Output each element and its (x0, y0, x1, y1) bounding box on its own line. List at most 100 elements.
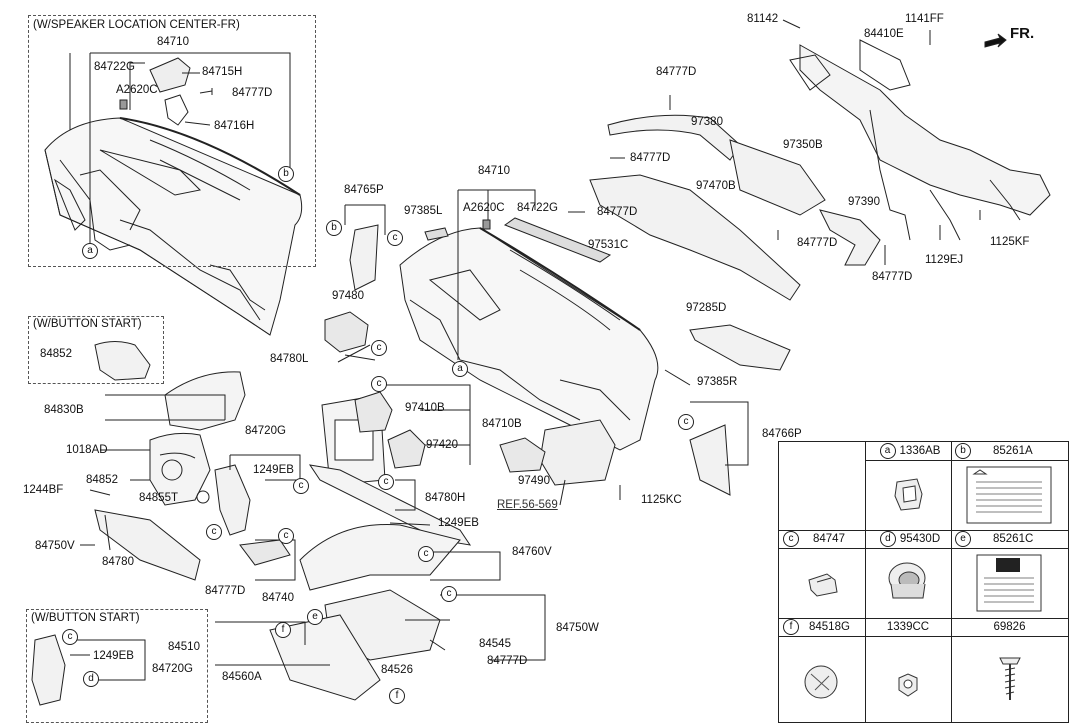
button-start-section-top (28, 316, 164, 384)
part-label[interactable]: 84780L (270, 353, 309, 365)
part-label[interactable]: 84722G (94, 61, 135, 73)
part-label[interactable]: 84760V (512, 546, 552, 558)
part-label[interactable]: 1129EJ (925, 254, 964, 266)
part-label[interactable]: 84777D (797, 237, 838, 249)
clip-84747-icon (808, 573, 838, 597)
part-label[interactable]: 84855T (139, 492, 179, 504)
part-label[interactable]: 84780 (102, 556, 134, 568)
duct-97470B-illustration (589, 174, 801, 301)
side-cover-84766P-illustration (689, 424, 731, 496)
part-label[interactable]: 84716H (214, 120, 255, 132)
part-label[interactable]: 1018AD (66, 444, 108, 456)
key-ring-icon (196, 490, 210, 504)
vent-97420-illustration (387, 429, 426, 469)
part-label[interactable]: 84765P (344, 184, 384, 196)
callout-c: c (418, 546, 434, 562)
part-label[interactable]: 84766P (762, 428, 802, 440)
callout-c: c (206, 524, 222, 540)
part-label[interactable]: 84720G (245, 425, 286, 437)
panel-84720G-illustration (214, 464, 251, 536)
callout-c: c (441, 586, 457, 602)
cowl-crossmember-illustration (789, 39, 1051, 241)
part-label[interactable]: 97410B (405, 402, 445, 414)
vent-97480-illustration (324, 311, 369, 353)
part-label[interactable]: 84750V (35, 540, 75, 552)
part-label[interactable]: 1125KC (641, 494, 682, 506)
speaker-center-section (28, 15, 316, 267)
nut-1339CC-icon (898, 673, 918, 697)
part-label[interactable]: A2620C (463, 202, 505, 214)
part-label[interactable]: 84715H (202, 66, 243, 78)
part-label[interactable]: 97385L (404, 205, 443, 217)
callout-d: d (83, 671, 99, 687)
callout-c: c (378, 474, 394, 490)
part-label[interactable]: 81142 (747, 13, 779, 25)
part-label[interactable]: 84780H (425, 492, 466, 504)
warning-label-85261C-icon (976, 554, 1042, 612)
part-label[interactable]: 84545 (479, 638, 511, 650)
part-label[interactable]: 84710B (482, 418, 522, 430)
start-button-95430D-icon (888, 562, 926, 599)
part-label[interactable]: 1141FF (905, 13, 944, 25)
part-label[interactable]: 97420 (426, 439, 458, 451)
part-label[interactable]: 97380 (691, 116, 723, 128)
crash-pad-main-illustration (399, 227, 659, 451)
panel-84750V-illustration (94, 509, 201, 581)
part-label[interactable]: 84777D (597, 206, 638, 218)
part-label[interactable]: 84852 (86, 474, 118, 486)
legend-code: 85261A (993, 445, 1033, 457)
part-label[interactable]: 97480 (332, 290, 364, 302)
part-label[interactable]: 84777D (487, 655, 528, 667)
callout-c: c (293, 478, 309, 494)
legend-cell-b: b 85261A (951, 442, 1068, 531)
part-label[interactable]: 84777D (872, 271, 913, 283)
part-label[interactable]: 84852 (40, 348, 72, 360)
part-label[interactable]: 84710 (157, 36, 189, 48)
part-label[interactable]: 84777D (656, 66, 697, 78)
vent-97410B-illustration (354, 391, 393, 433)
part-label[interactable]: 97470B (696, 180, 736, 192)
column-cover-illustration (149, 432, 211, 506)
reference-link[interactable]: REF.56-569 (497, 499, 558, 511)
part-label[interactable]: 84710 (478, 165, 510, 177)
part-label[interactable]: 97531C (588, 239, 629, 251)
callout-f: f (275, 622, 291, 638)
part-label[interactable]: 1249EB (253, 464, 294, 476)
legend-code: 84747 (813, 533, 845, 545)
part-label[interactable]: 97285D (686, 302, 727, 314)
legend-code: 85261C (993, 533, 1034, 545)
defroster-grille-illustration (503, 217, 612, 263)
part-label[interactable]: 1125KF (990, 236, 1030, 248)
part-label[interactable]: 84560A (222, 671, 262, 683)
bracket-84716H-illustration (164, 94, 189, 126)
part-label[interactable]: 97385R (697, 376, 738, 388)
part-label[interactable]: 97350B (783, 139, 823, 151)
part-label[interactable]: 1249EB (438, 517, 479, 529)
part-label[interactable]: 84740 (262, 592, 294, 604)
vent-97490-illustration (499, 437, 546, 473)
speaker-grille-illustration (149, 57, 191, 93)
part-label[interactable]: 97390 (848, 196, 880, 208)
part-label[interactable]: 97490 (518, 475, 550, 487)
part-label[interactable]: 84777D (205, 585, 246, 597)
part-label[interactable]: 84410E (864, 28, 904, 40)
part-label[interactable]: 84722G (517, 202, 558, 214)
part-label[interactable]: 84777D (630, 152, 671, 164)
button-start-section-bottom (26, 609, 208, 723)
part-label[interactable]: 84510 (168, 641, 200, 653)
legend-code: 84518G (809, 621, 850, 633)
callout-c: c (278, 528, 294, 544)
part-label[interactable]: 84830B (44, 404, 84, 416)
part-label[interactable]: 1244BF (23, 484, 64, 496)
part-label[interactable]: 84777D (232, 87, 273, 99)
part-label[interactable]: 84750W (556, 622, 599, 634)
legend-letter: f (783, 619, 799, 635)
legend-letter: b (955, 443, 971, 459)
column-cover-button-start-illustration (94, 341, 151, 381)
part-label[interactable]: 84526 (381, 664, 413, 676)
part-label[interactable]: 84720G (152, 663, 193, 675)
part-label[interactable]: A2620C (116, 84, 158, 96)
part-label[interactable]: 1249EB (93, 650, 134, 662)
